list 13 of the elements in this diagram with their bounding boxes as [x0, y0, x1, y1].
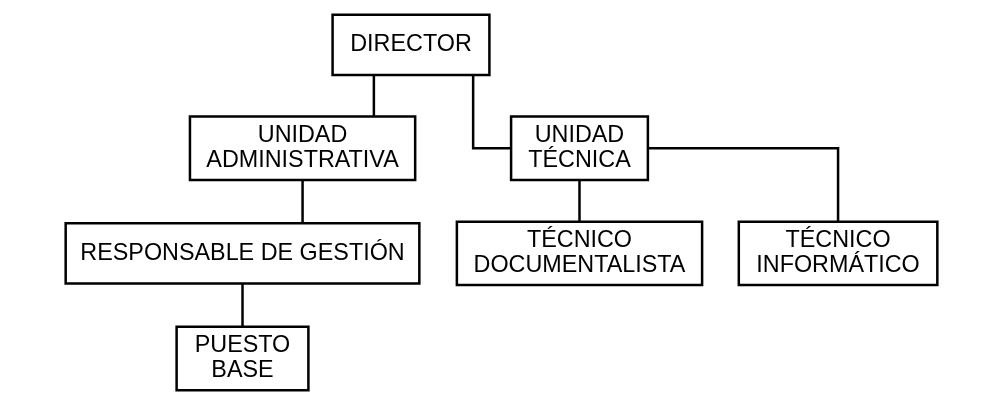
connector: [471, 75, 511, 150]
connector: [372, 75, 376, 117]
node-box: RESPONSABLE DE GESTIÓN: [64, 222, 421, 285]
node-box: DIRECTOR: [331, 13, 491, 77]
connector: [241, 283, 244, 327]
connector: [648, 147, 840, 222]
node-box: PUESTO BASE: [175, 325, 310, 392]
connector: [301, 180, 304, 223]
node-box: TÉCNICO DOCUMENTALISTA: [455, 220, 704, 287]
connector: [578, 180, 581, 222]
node-box: TÉCNICO INFORMÁTICO: [737, 220, 939, 287]
node-box: UNIDAD TÉCNICA: [509, 115, 650, 182]
node-box: UNIDAD ADMINISTRATIVA: [188, 115, 417, 182]
